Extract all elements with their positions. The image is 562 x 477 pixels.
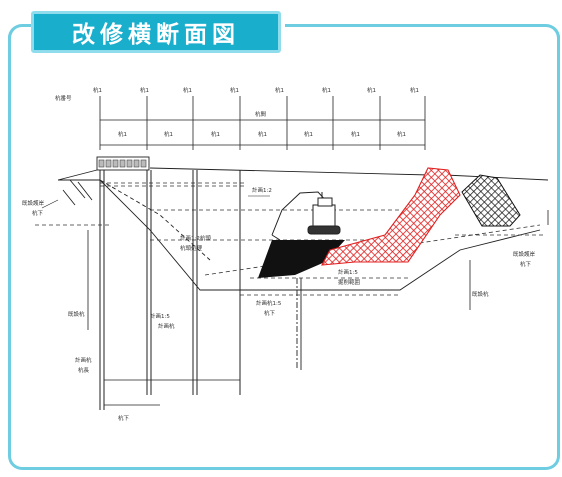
center-label: 計画杭1:5 <box>256 299 282 307</box>
pile-marker: 杭1 <box>322 86 334 120</box>
pile-label: 杭1 <box>93 86 102 94</box>
pile-marker: 杭1 <box>275 86 288 120</box>
pile-marker: 杭1 <box>140 86 149 120</box>
span-label: 杭1 <box>211 130 220 138</box>
excavator-icon <box>271 191 341 241</box>
wall-marker: 既設杭 <box>68 230 89 330</box>
bottom-label-2: 計画杭 <box>75 356 92 364</box>
right-labels: 既設護岸 杭下 既設杭 <box>469 210 549 310</box>
mid-level-label: 計画1:2杭頭 <box>180 234 211 242</box>
pile-marker: 杭1 <box>93 86 102 120</box>
pile-label: 杭1 <box>367 86 376 94</box>
pile-label: 杭1 <box>275 86 284 94</box>
level-labels: 計画1:2 計画1:2杭頭 杭頭処理 計画1:5 掘削範囲 <box>180 186 361 286</box>
pile-marker: 杭1 <box>230 86 241 120</box>
new-embankment-red <box>321 167 461 266</box>
upper-level-label: 計画1:2 <box>252 186 272 194</box>
span-label: 杭1 <box>397 130 406 138</box>
bottom-label: 計画杭 <box>158 322 175 330</box>
pile-marker-row: 杭番号 杭1 杭1 杭1 杭1 杭1 杭1 杭1 杭1 <box>55 86 426 120</box>
pile-marker: 杭1 <box>367 86 381 120</box>
lower-level-label: 計画1:5 <box>338 268 358 276</box>
pile-label: 杭1 <box>410 86 419 94</box>
pile-marker: 杭1 <box>410 86 426 120</box>
page-title: 改修横断面図 <box>72 22 240 48</box>
right-wall-label: 既設杭 <box>472 290 489 298</box>
span-label: 杭1 <box>118 130 127 138</box>
span-label: 杭1 <box>164 130 173 138</box>
excavated-fill-black <box>258 240 345 278</box>
left-existing-sub: 杭下 <box>32 209 44 217</box>
pile-label: 杭1 <box>230 86 239 94</box>
pile-cap-block <box>96 156 150 171</box>
pile-marker: 杭1 <box>183 86 194 120</box>
pile-label: 杭1 <box>183 86 192 94</box>
vertical-piles <box>99 170 241 410</box>
bottom-label-2: 杭長 <box>78 366 90 374</box>
right-existing-sub: 杭下 <box>520 260 532 268</box>
dimension-rows <box>99 119 426 150</box>
left-existing-text: 既設護岸 <box>22 199 45 207</box>
span-label: 杭1 <box>304 130 313 138</box>
center-sub-label: 杭下 <box>264 309 276 317</box>
center-pile: 計画杭1:5 杭下 <box>256 278 302 370</box>
bottom-labels: 計画1:5 計画杭 計画杭 杭長 杭下 <box>75 312 240 422</box>
pile-label: 杭1 <box>140 86 149 94</box>
span-label: 杭1 <box>351 130 360 138</box>
span-label: 杭1 <box>258 130 267 138</box>
content-frame <box>8 24 560 470</box>
top-left-label: 杭番号 <box>55 94 72 102</box>
bottom-pile-label: 杭下 <box>118 414 130 422</box>
left-existing-label: 既設護岸 杭下 <box>22 199 59 217</box>
mid-sub-label: 杭頭処理 <box>180 244 203 252</box>
wall-label: 既設杭 <box>68 310 85 318</box>
existing-embankment-black <box>461 174 521 227</box>
pile-label: 杭1 <box>322 86 331 94</box>
span-label-row: 杭1 杭1 杭1 杭1 杭1 杭1 杭1 <box>118 130 406 138</box>
right-existing-text: 既設護岸 <box>513 250 536 258</box>
bottom-label: 計画1:5 <box>150 312 170 320</box>
lower-sub-label: 掘削範囲 <box>338 278 361 286</box>
title-banner: 改修横断面図 <box>31 11 281 53</box>
top-span-label: 杭間 <box>255 110 267 118</box>
